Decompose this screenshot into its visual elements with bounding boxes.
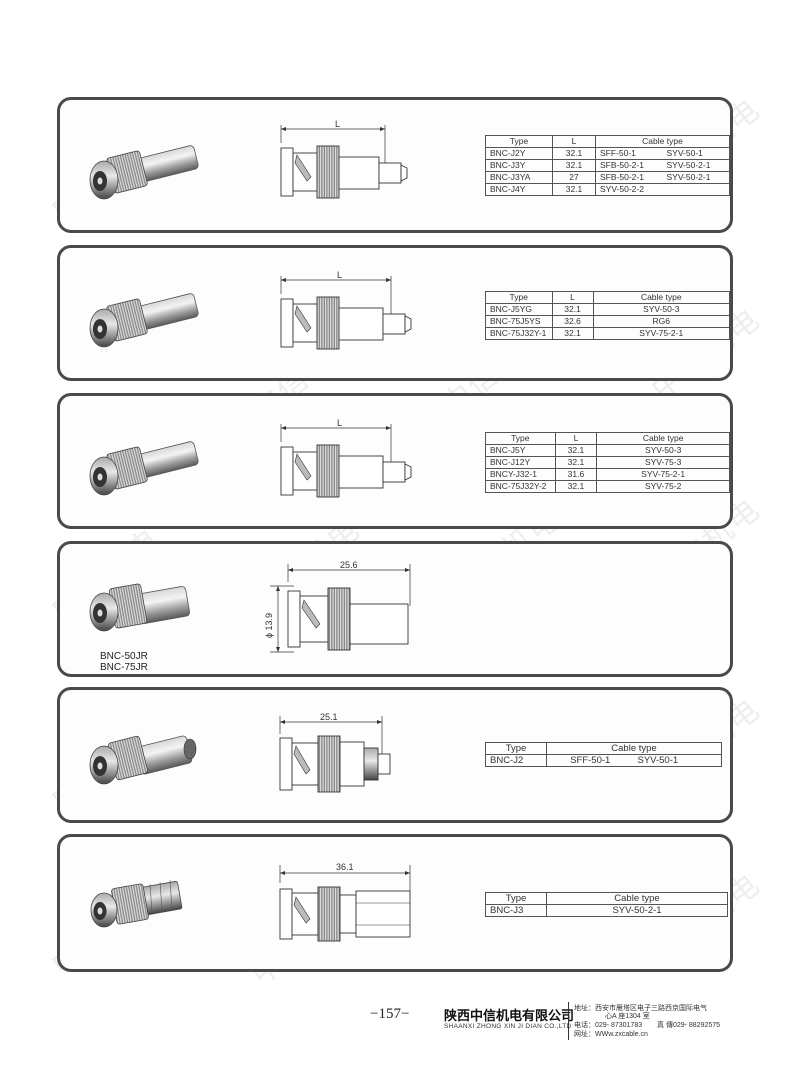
connector-photo [89, 735, 197, 785]
table-row: BNC-J3Y 32.1 SFB-50-2-1 SYV-50-2-1 [485, 159, 730, 172]
table-header: Type [485, 742, 547, 755]
table-row: BNC-J5Y 32.1 SYV-50-3 [485, 444, 730, 457]
company-fax: 真 傳029- 88292575 [657, 1022, 721, 1029]
product-panel-2: L Type L Cable type BNC-J5YG 32.1 SYV-50… [57, 245, 733, 381]
table-row: BNC-75J32Y-1 32.1 SYV-75-2-1 [485, 327, 731, 340]
table-header: L [551, 291, 594, 304]
spec-table: Type L Cable type BNC-J5Y 32.1 SYV-50-3 … [485, 432, 730, 493]
company-address-line2: 心A 座1304 室 [605, 1013, 650, 1020]
table-header: L [554, 432, 598, 445]
diameter-label: ϕ 13.9 [264, 613, 274, 638]
table-row: BNC-J2 SFF-50-1 SYV-50-1 [485, 754, 722, 767]
connector-drawing: L [280, 119, 408, 199]
connector-photo [89, 293, 199, 348]
table-header: Cable type [595, 135, 730, 148]
table-row: BNC-75J5YS 32.6 RG6 [485, 315, 731, 328]
connector-photo [90, 879, 183, 928]
company-name-cn: 陕西中信机电有限公司 [444, 1008, 575, 1023]
company-phone: 电话：029- 87301783 [574, 1022, 643, 1029]
table-row: BNC-J4Y 32.1 SYV-50-2-2 [485, 183, 730, 196]
connector-photo [89, 441, 199, 496]
table-header: Type [485, 432, 556, 445]
table-header: Cable type [546, 892, 728, 905]
product-panel-4: BNC-50JR BNC-75JR 25.6 ϕ 13.9 [57, 541, 733, 677]
table-row: BNC-J3 SYV-50-2-1 [485, 904, 728, 917]
table-header: Type [485, 291, 553, 304]
company-name-en: SHAANXI ZHONG XIN JI DIAN CO.,LTD [444, 1023, 572, 1030]
connector-drawing: 25.6 ϕ 13.9 [264, 560, 411, 653]
spec-table: Type L Cable type BNC-J5YG 32.1 SYV-50-3… [485, 291, 731, 340]
model-label: BNC-50JR [100, 651, 148, 662]
table-row: BNCY-J32-1 31.6 SYV-75-2-1 [485, 468, 730, 481]
table-header: Cable type [546, 742, 722, 755]
connector-drawing: 25.1 [279, 712, 391, 793]
product-panel-1: L Type L Cable type BNC-J2Y 32.1 SFF-50-… [57, 97, 733, 233]
company-address: 地址：西安市雁塔区电子三路西京国际电气 [574, 1005, 707, 1012]
table-row: BNC-J2Y 32.1 SFF-50-1 SYV-50-1 [485, 147, 730, 160]
dimension-label: 36.1 [336, 862, 354, 872]
table-header: Cable type [596, 432, 730, 445]
dimension-label: L [337, 270, 342, 280]
footer-divider [568, 1002, 569, 1040]
table-row: BNC-J3YA 27 SFB-50-2-1 SYV-50-2-1 [485, 171, 730, 184]
table-row: BNC-75J32Y-2 32.1 SYV-75-2 [485, 480, 730, 493]
connector-drawing: L [280, 418, 412, 498]
table-header: Cable type [592, 291, 731, 304]
dimension-label: 25.1 [320, 712, 338, 722]
connector-drawing: 36.1 [279, 862, 411, 942]
connector-photo [89, 583, 190, 632]
company-website: 网址：WWw.zxcable.cn [574, 1031, 648, 1038]
product-panel-6: 36.1 Type Cable type BNC-J3 SYV-50-2-1 [57, 834, 733, 972]
table-header: Type [485, 892, 547, 905]
dimension-label: L [335, 119, 340, 129]
table-header: L [552, 135, 596, 148]
spec-table: Type Cable type BNC-J3 SYV-50-2-1 [485, 892, 728, 917]
connector-drawing: L [280, 270, 412, 350]
table-row: BNC-J12Y 32.1 SYV-75-3 [485, 456, 730, 469]
connector-photo [89, 145, 199, 200]
product-panel-3: L Type L Cable type BNC-J5Y 32.1 SYV-50-… [57, 393, 733, 529]
product-panel-5: 25.1 Type Cable type BNC-J2 SFF-50-1 SYV… [57, 687, 733, 823]
dimension-label: L [337, 418, 342, 428]
page-number: −157− [370, 1006, 410, 1022]
model-label: BNC-75JR [100, 662, 148, 673]
spec-table: Type L Cable type BNC-J2Y 32.1 SFF-50-1 … [485, 135, 730, 196]
table-header: Type [485, 135, 553, 148]
dimension-label: 25.6 [340, 560, 358, 570]
table-row: BNC-J5YG 32.1 SYV-50-3 [485, 303, 731, 316]
spec-table: Type Cable type BNC-J2 SFF-50-1 SYV-50-1 [485, 742, 722, 767]
